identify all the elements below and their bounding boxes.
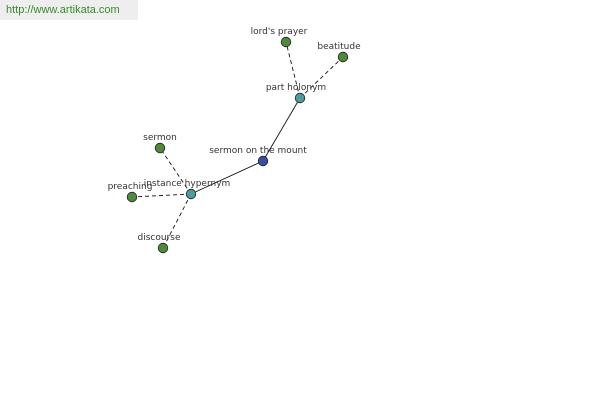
node-sermon[interactable] — [154, 142, 166, 154]
node-label-instance-hypernym: instance hypernym — [144, 179, 231, 189]
node-label-discourse: discourse — [138, 233, 181, 243]
node-beatitude[interactable] — [337, 51, 349, 63]
node-part-holonym[interactable] — [294, 92, 306, 104]
node-lords-prayer[interactable] — [280, 36, 292, 48]
edge-center-part_holonym — [262, 97, 301, 162]
node-preaching[interactable] — [126, 191, 138, 203]
edge-instance_hypernym-preaching — [131, 193, 192, 198]
node-label-lords-prayer: lord's prayer — [251, 27, 308, 37]
node-discourse[interactable] — [157, 242, 169, 254]
artikata-link[interactable]: http://www.artikata.com — [0, 0, 138, 20]
edge-part_holonym-lords_prayer — [285, 41, 301, 99]
node-instance-hypernym[interactable] — [185, 188, 197, 200]
node-label-beatitude: beatitude — [317, 42, 361, 52]
edge-center-instance_hypernym — [190, 160, 264, 195]
node-label-preaching: preaching — [108, 182, 153, 192]
edge-instance_hypernym-discourse — [162, 193, 192, 249]
graph-edges — [131, 41, 344, 249]
node-label-sermon: sermon — [143, 133, 177, 143]
graph-nodes: sermon on the mount part holonym instance … — [108, 27, 361, 254]
node-label-center: sermon on the mount — [209, 146, 307, 156]
edge-part_holonym-beatitude — [299, 56, 344, 99]
node-label-part-holonym: part holonym — [266, 83, 326, 93]
edge-instance_hypernym-sermon — [159, 147, 192, 195]
node-center[interactable] — [257, 155, 269, 167]
